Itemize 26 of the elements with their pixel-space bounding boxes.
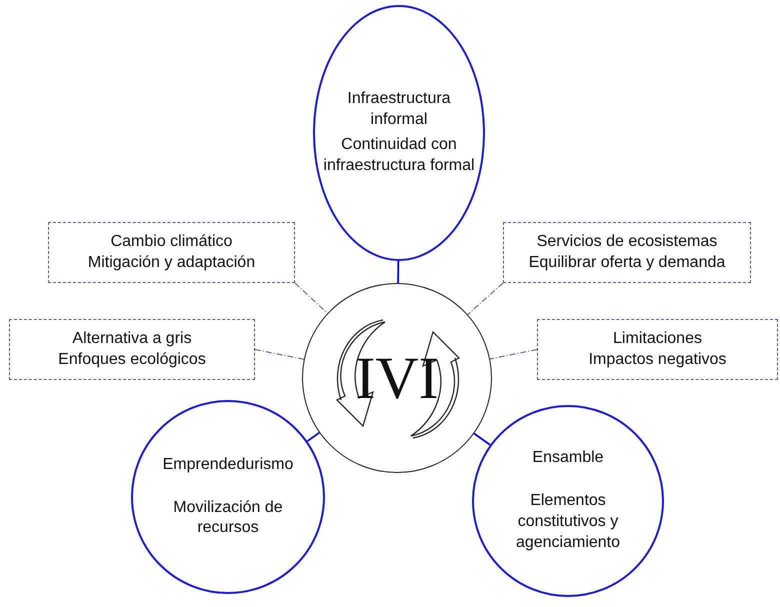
- note-box: [537, 319, 778, 380]
- topic-text: Equilibrar oferta y demanda: [528, 252, 726, 272]
- connector-line: [490, 349, 538, 360]
- topic-text: Continuidad con infraestructura formal: [322, 135, 476, 176]
- note-box: [48, 222, 295, 283]
- topic-heading: Alternativa a gris: [72, 328, 192, 349]
- connector-line: [254, 349, 304, 360]
- connector-line: [306, 432, 320, 442]
- topic-heading: Emprendedurismo: [162, 454, 294, 475]
- topic-text: Enfoques ecológicos: [58, 350, 206, 370]
- topic-heading: Servicios de ecosistemas: [536, 232, 718, 252]
- connector-line: [474, 432, 491, 446]
- topic-heading: Limitaciones: [613, 328, 702, 349]
- note-box: [9, 319, 255, 380]
- connector-line: [294, 282, 328, 314]
- topic-text: Movilización de recursos: [173, 498, 283, 538]
- topic-heading: Cambio climático: [110, 232, 232, 252]
- connector-line: [467, 282, 504, 316]
- topic-text: Impactos negativos: [588, 350, 726, 370]
- connector-line: [397, 261, 400, 283]
- topic-text: Elementos constitutivos y agenciamiento: [514, 491, 622, 553]
- note-box: [503, 222, 751, 283]
- topic-heading: Infraestructura informal: [346, 89, 452, 130]
- hub-title: IVI: [355, 348, 439, 408]
- topic-text: Mitigación y adaptación: [88, 252, 256, 272]
- topic-heading: Ensamble: [531, 448, 605, 468]
